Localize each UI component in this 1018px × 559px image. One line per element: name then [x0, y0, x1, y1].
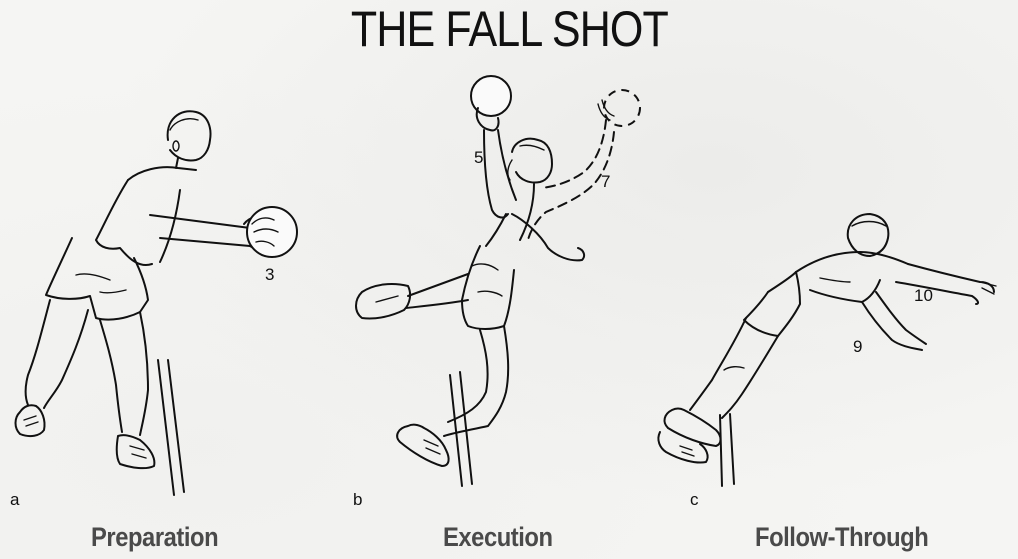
panel-letter-b: b: [353, 490, 363, 509]
figure-follow-through: [657, 213, 997, 487]
step-number-label: 5: [474, 148, 484, 167]
figure-preparation: [14, 110, 298, 496]
step-number-label: 10: [914, 286, 933, 305]
figure-execution: [355, 75, 641, 487]
phase-label-execution: Execution: [443, 522, 553, 552]
phase-label-preparation: Preparation: [91, 522, 219, 552]
step-number-label: 7: [601, 172, 611, 191]
phase-label-follow-through: Follow-Through: [755, 522, 929, 552]
diagram-title: THE FALL SHOT: [350, 1, 669, 57]
panel-letter-c: c: [690, 490, 699, 509]
step-number-label: 9: [853, 337, 863, 356]
step-number-label: 3: [265, 265, 275, 284]
panel-letter-a: a: [10, 490, 20, 509]
